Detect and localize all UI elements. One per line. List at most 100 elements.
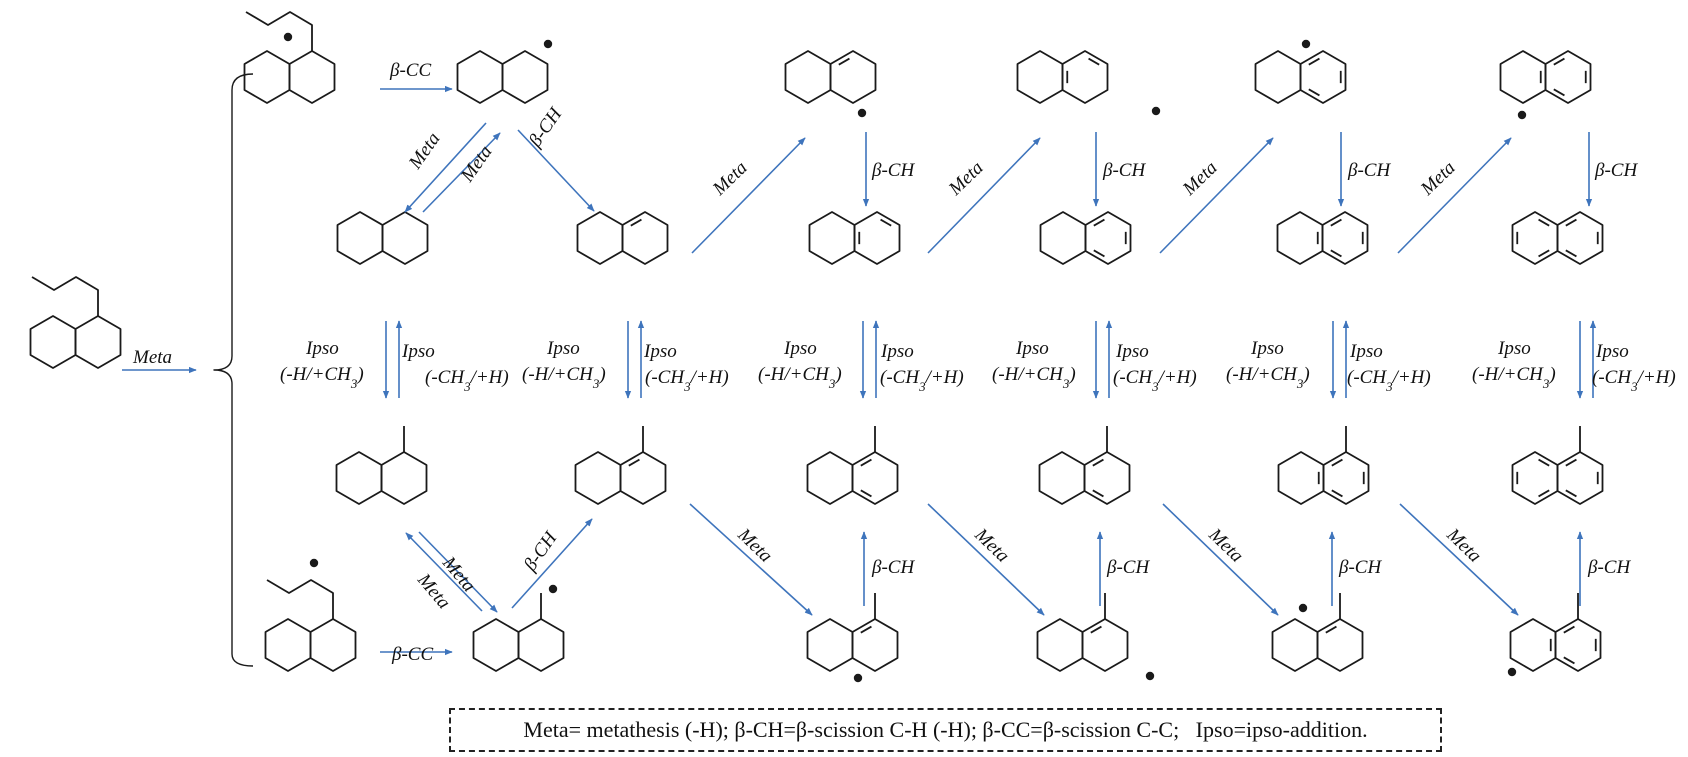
radical-dot	[309, 558, 319, 568]
ring-bonds	[1254, 50, 1302, 104]
double-bond	[1563, 656, 1575, 665]
double-bond	[1090, 625, 1102, 634]
arrow-meta-up	[422, 132, 501, 213]
ring-bonds	[264, 618, 312, 672]
molecule-4b	[1039, 211, 1132, 265]
ring-bonds	[1271, 618, 1319, 672]
radical-dot	[1151, 106, 1161, 116]
label-ipso-b-5: Ipso	[1349, 341, 1383, 362]
double-bond	[1308, 57, 1320, 66]
label-ipso-b-2: Ipso	[643, 341, 677, 362]
ring-bonds	[1554, 618, 1602, 672]
arrow-meta-bottom-2	[927, 503, 1045, 616]
double-bond	[1088, 57, 1100, 66]
arrow-betach-top	[517, 129, 595, 212]
molecule-1b	[336, 211, 429, 265]
label-betacc-bottom: β-CC	[391, 644, 433, 665]
arrow-meta-top-4	[1397, 137, 1512, 254]
double-bond	[1092, 458, 1104, 467]
label-betach-2: β-CH	[519, 527, 562, 575]
ring-bonds	[1016, 50, 1064, 104]
radical-dot	[853, 673, 863, 683]
label-ipso-up-4: (-CH3/+H)	[1113, 367, 1197, 394]
molecule-5c	[1277, 426, 1370, 505]
label-meta-top-1: Meta	[708, 157, 751, 200]
ring-bonds	[29, 315, 77, 369]
molecule-4a	[1016, 50, 1161, 116]
double-bond	[838, 57, 850, 66]
double-bond	[860, 489, 872, 498]
label-betach-bottom-1: β-CH	[871, 557, 915, 578]
label-ipso-b-4: Ipso	[1115, 341, 1149, 362]
label-ipso-a-6: Ipso	[1497, 338, 1531, 359]
double-bond	[1308, 88, 1320, 97]
ring-bonds	[1544, 50, 1592, 104]
label-ipso-up-6: (-CH3/+H)	[1592, 367, 1676, 394]
molecule-3c	[806, 426, 899, 505]
ring-bonds	[1084, 211, 1132, 265]
label-betach-top-2: β-CH	[1102, 160, 1146, 181]
ring-bonds	[1299, 50, 1347, 104]
ring-bonds	[1083, 451, 1131, 505]
ring-bonds	[1316, 618, 1364, 672]
double-bond	[1538, 249, 1550, 258]
double-bond	[1331, 458, 1343, 467]
branch-bracket	[213, 73, 254, 667]
label-betacc-top: β-CC	[389, 60, 431, 81]
label-ipso-up-5: (-CH3/+H)	[1347, 367, 1431, 394]
label-ipso-a-4: Ipso	[1015, 338, 1049, 359]
radical-dot	[1301, 39, 1311, 49]
label-betach-top-3: β-CH	[1347, 160, 1391, 181]
ring-bonds	[851, 618, 899, 672]
molecule-3b	[808, 211, 901, 265]
label-ipso-up-2: (-CH3/+H)	[645, 367, 729, 394]
double-bond	[630, 218, 642, 227]
ring-bonds	[784, 50, 832, 104]
ring-bonds	[1038, 451, 1086, 505]
double-bond	[860, 625, 872, 634]
ring-bonds	[517, 618, 565, 672]
arrow-meta-bottom-4	[1399, 503, 1519, 616]
molecule-3d	[806, 593, 899, 683]
double-bond	[1538, 458, 1550, 467]
label-ipso-b-6: Ipso	[1595, 341, 1629, 362]
ring-bonds	[1509, 618, 1557, 672]
label-meta-top-2: Meta	[944, 157, 987, 200]
ring-bonds	[288, 50, 336, 104]
label-meta-top-3: Meta	[1178, 157, 1221, 200]
ring-bonds	[1036, 618, 1084, 672]
label-ipso-down-5: (-H/+CH3)	[1226, 364, 1310, 391]
label-ipso-b-1: Ipso	[401, 341, 435, 362]
ring-bonds	[336, 211, 384, 265]
label-betach-bottom-4: β-CH	[1587, 557, 1631, 578]
ring-bonds	[472, 618, 520, 672]
label-meta-bottom-2: Meta	[970, 524, 1013, 567]
double-bond	[1538, 489, 1550, 498]
molecule-6c	[1511, 426, 1604, 505]
double-bond	[1538, 218, 1550, 227]
ring-bonds	[1321, 211, 1369, 265]
ring-bonds	[74, 315, 122, 369]
molecule-4c	[1038, 426, 1131, 505]
ring-bonds	[806, 618, 854, 672]
ring-bonds	[576, 211, 624, 265]
label-ipso-a-3: Ipso	[783, 338, 817, 359]
label-meta-top-4: Meta	[1416, 157, 1459, 200]
radical-dot	[548, 584, 558, 594]
molecule-6a	[1499, 50, 1592, 120]
ring-bonds	[1556, 451, 1604, 505]
molecule-1d	[264, 558, 357, 672]
label-ipso-up-3: (-CH3/+H)	[880, 367, 964, 394]
double-bond	[1553, 57, 1565, 66]
molecule-start	[29, 276, 122, 369]
radical-dot	[543, 39, 553, 49]
double-bond	[1330, 218, 1342, 227]
ring-bonds	[501, 50, 549, 104]
label-ipso-a-5: Ipso	[1250, 338, 1284, 359]
label-ipso-b-3: Ipso	[880, 341, 914, 362]
label-betach-top-4: β-CH	[1594, 160, 1638, 181]
arrow-meta-bottom-1	[689, 503, 813, 616]
ring-bonds	[1039, 211, 1087, 265]
double-bond	[1565, 489, 1577, 498]
